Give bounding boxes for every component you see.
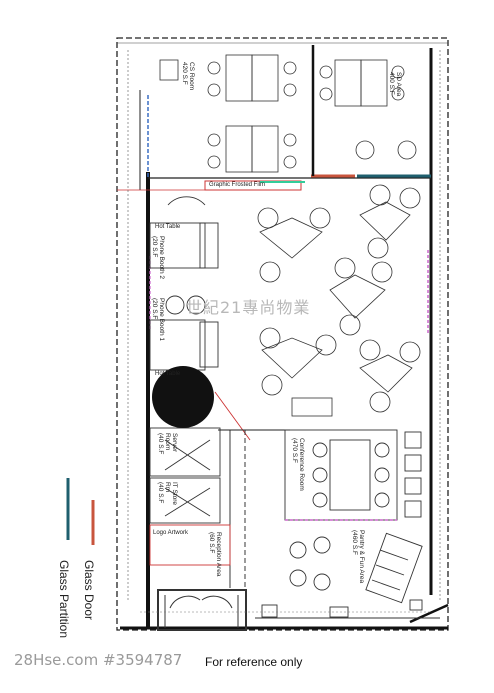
sd-area-label: SD Area 400 S.F bbox=[388, 72, 402, 97]
cs-room-label: CS Room 420 S.F bbox=[181, 62, 195, 91]
pantry-area bbox=[261, 532, 423, 618]
pod-workstations bbox=[257, 184, 421, 417]
sd-desks bbox=[319, 59, 417, 160]
cs-desks bbox=[159, 54, 297, 173]
legend-glass-door-label: Glass Door bbox=[82, 560, 96, 621]
conference-room-label: Conference Room (470 S.F bbox=[291, 438, 305, 491]
phone-booth-1-label: Phone Booth 1 (20 S.F bbox=[151, 298, 165, 342]
conference-room bbox=[284, 429, 422, 521]
redaction-mark bbox=[152, 366, 214, 428]
phone-booths bbox=[149, 196, 219, 371]
hot-table-2-label: Hot Table bbox=[155, 371, 181, 377]
reception bbox=[157, 589, 247, 631]
right-wall-diag bbox=[409, 603, 449, 624]
outer-boundary bbox=[116, 37, 449, 631]
reception-label: Reception Area (60 S.F bbox=[208, 532, 222, 577]
pantry-label: Pantry & Fun Area (460 S.F bbox=[351, 530, 365, 584]
service-rooms bbox=[149, 391, 290, 588]
logo-artwork-label: Logo Artwork bbox=[153, 530, 189, 536]
graphic-film-box bbox=[204, 180, 302, 191]
hot-table-1-label: Hot Table bbox=[155, 224, 181, 230]
it-store-label: IT Store Rm (40 S.F bbox=[157, 482, 178, 506]
server-room-label: Server Room (40 S.F bbox=[157, 433, 178, 455]
phone-booth-2-label: Phone Booth 2 (20 S.F bbox=[151, 236, 165, 280]
listing-id: 28Hse.com #3594787 bbox=[14, 651, 183, 669]
reference-note: For reference only bbox=[205, 655, 303, 669]
legend-glass-partition-label: Glass Partition bbox=[57, 560, 71, 639]
graphic-film-label: Graphic Frosted Film bbox=[209, 182, 266, 188]
agency-watermark: 世紀21專尚物業 bbox=[186, 298, 311, 317]
